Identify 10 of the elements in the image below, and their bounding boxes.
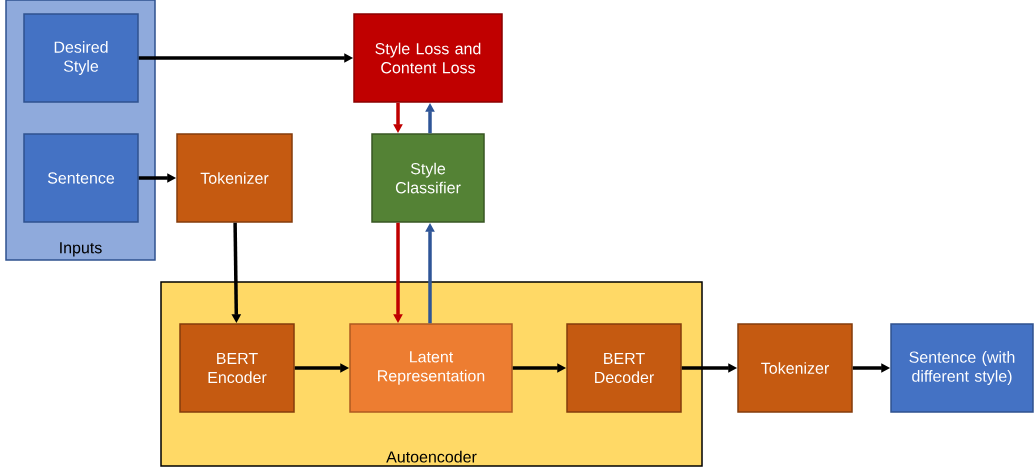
input-box: Sentence xyxy=(23,133,139,223)
process-box: BERT Encoder xyxy=(179,323,295,413)
process-box: Tokenizer xyxy=(176,133,293,223)
process-box: BERT Decoder xyxy=(566,323,682,413)
classifier-box: Style Classifier xyxy=(371,133,485,223)
process-box: Latent Representation xyxy=(349,323,513,413)
process-box: Tokenizer xyxy=(737,323,853,413)
loss-box: Style Loss and Content Loss xyxy=(353,13,503,103)
output-box: Sentence (with different style) xyxy=(890,323,1034,413)
input-box: Desired Style xyxy=(23,13,139,103)
